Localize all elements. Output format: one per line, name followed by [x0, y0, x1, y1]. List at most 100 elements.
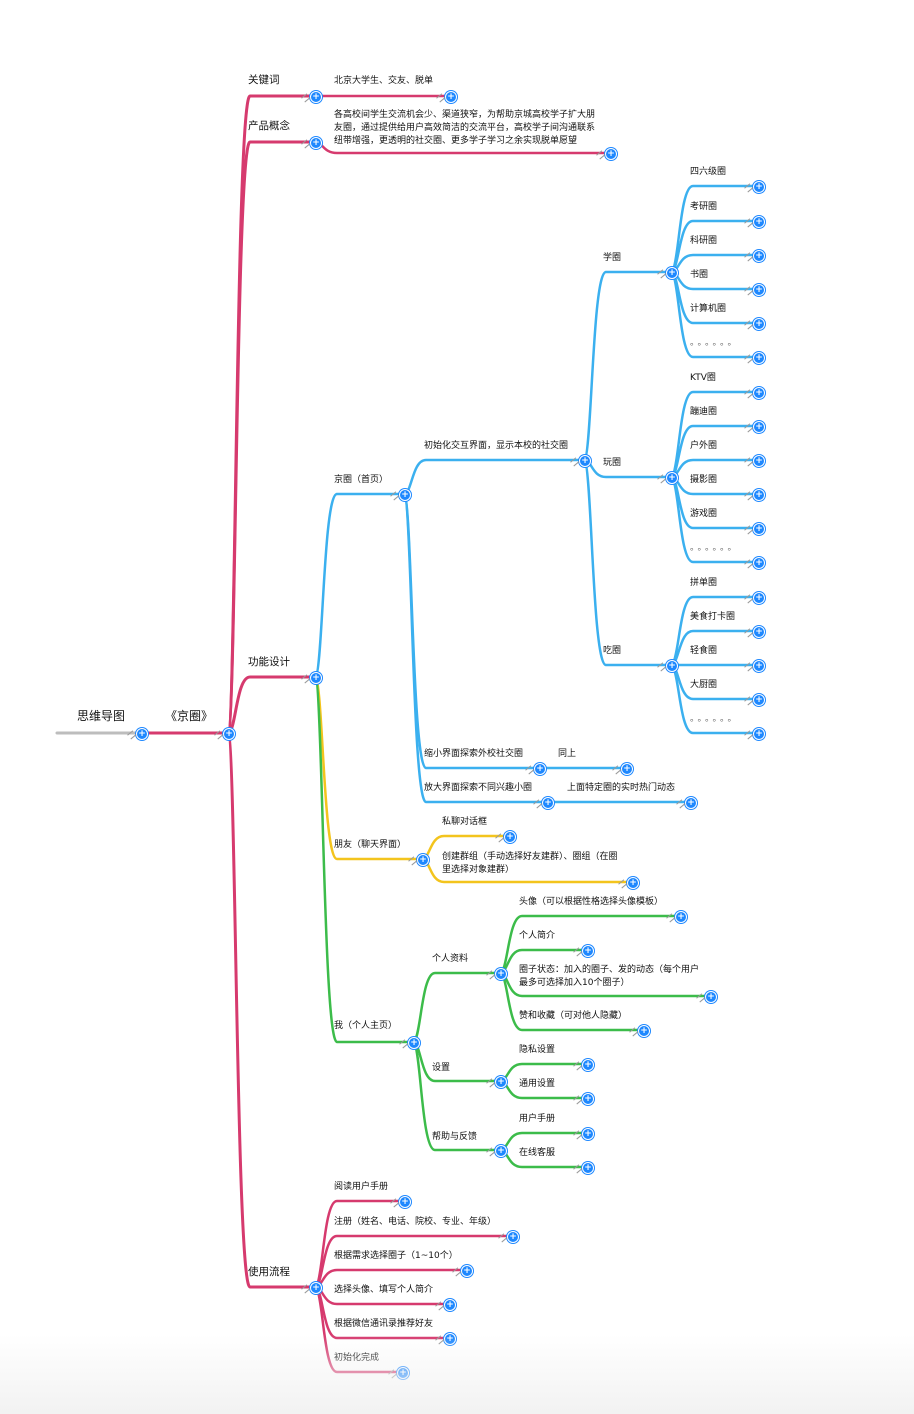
- node-friends: 朋友（聊天界面）: [334, 840, 407, 850]
- node-ellipsis3: 。。。。。。: [690, 714, 740, 724]
- register-node-button[interactable]: +: [507, 1231, 519, 1243]
- node-circle_status: 圈子状态：加入的圈子、发的动态（每个用户最多可选择加入10个圈子）: [519, 965, 700, 988]
- profile-connector: [411, 971, 502, 1044]
- me-node-button[interactable]: +: [408, 1037, 420, 1049]
- bengdi-node-button[interactable]: +: [753, 421, 765, 433]
- node-chiquan: 吃圈: [603, 646, 622, 656]
- ellipsis3-node-button[interactable]: +: [753, 728, 765, 740]
- avatar-node-button[interactable]: +: [675, 911, 687, 923]
- ellipsis1-node-button[interactable]: +: [753, 352, 765, 364]
- left-node-button[interactable]: +: [136, 728, 148, 740]
- node-xuequan: 学圈: [603, 253, 622, 263]
- node-keyword: 关键词: [248, 74, 280, 86]
- sixlevel-node-button[interactable]: +: [753, 181, 765, 193]
- node-help: 帮助与反馈: [432, 1132, 478, 1142]
- me-connector: [313, 675, 415, 1044]
- qingshi-node-button[interactable]: +: [753, 660, 765, 672]
- node-ellipsis2: 。。。。。。: [690, 543, 740, 553]
- kaoyan-node-button[interactable]: +: [753, 216, 765, 228]
- node-keyan: 科研圈: [690, 236, 718, 246]
- node-init_done: 初始化完成: [334, 1353, 380, 1363]
- sheying-node-button[interactable]: +: [753, 489, 765, 501]
- youxi-node-button[interactable]: +: [753, 523, 765, 535]
- node-shuquan: 书圈: [690, 270, 709, 280]
- intro-node-button[interactable]: +: [582, 945, 594, 957]
- node-me: 我（个人主页）: [334, 1021, 398, 1031]
- home-connector: [313, 492, 406, 679]
- chiquan-node-button[interactable]: +: [666, 660, 678, 672]
- profile-node-button[interactable]: +: [495, 968, 507, 980]
- enlarge-detail-node-button[interactable]: +: [685, 797, 697, 809]
- jisuanji-node-button[interactable]: +: [753, 318, 765, 330]
- node-huwai: 户外圈: [690, 441, 718, 451]
- shuquan-node-button[interactable]: +: [753, 284, 765, 296]
- branch-connector: [226, 731, 317, 1289]
- huwai-node-button[interactable]: +: [753, 455, 765, 467]
- dachu-node-button[interactable]: +: [753, 694, 765, 706]
- node-choose_circle: 根据需求选择圈子（1~10个）: [334, 1251, 458, 1261]
- branch-connector: [226, 675, 317, 735]
- node-function: 功能设计: [248, 656, 290, 668]
- group-node-button[interactable]: +: [627, 877, 639, 889]
- function-node-button[interactable]: +: [310, 672, 322, 684]
- concept-detail-node-button[interactable]: +: [605, 148, 617, 160]
- node-youxi: 游戏圈: [690, 509, 718, 519]
- recommend-node-button[interactable]: +: [444, 1333, 456, 1345]
- home-node-button[interactable]: +: [399, 489, 411, 501]
- root-node-button[interactable]: +: [223, 728, 235, 740]
- node-shrink: 缩小界面探索外校社交圈: [424, 749, 524, 759]
- node-flow: 使用流程: [248, 1266, 290, 1278]
- choose_avatar-node-button[interactable]: +: [444, 1299, 456, 1311]
- likes-node-button[interactable]: +: [638, 1025, 650, 1037]
- private-chat-node-button[interactable]: +: [504, 831, 516, 843]
- node-jingquan-home: 京圈（首页）: [334, 475, 389, 485]
- mind-map-connectors: [55, 94, 760, 1374]
- shrink-connector: [402, 492, 541, 770]
- node-sixlevel: 四六级圈: [690, 167, 727, 177]
- node-concept-detail: 各高校间学生交流机会少、渠道狭窄，为帮助京城高校学子扩大朋友圈，通过提供给用户高…: [334, 110, 596, 146]
- node-profile: 个人资料: [432, 954, 469, 964]
- keyword-detail-node-button[interactable]: +: [445, 91, 457, 103]
- leaf-connector: [669, 270, 760, 291]
- shrink-node-button[interactable]: +: [534, 763, 546, 775]
- node-keyword-detail: 北京大学生、交友、脱单: [334, 76, 434, 86]
- keyword-node-button[interactable]: +: [310, 91, 322, 103]
- support-node-button[interactable]: +: [582, 1162, 594, 1174]
- meishi-node-button[interactable]: +: [753, 626, 765, 638]
- enlarge-node-button[interactable]: +: [542, 797, 554, 809]
- help-node-button[interactable]: +: [495, 1145, 507, 1157]
- ellipsis2-node-button[interactable]: +: [753, 557, 765, 569]
- circle_status-node-button[interactable]: +: [705, 991, 717, 1003]
- enlarge-connector: [402, 492, 549, 804]
- init-node-button[interactable]: +: [579, 455, 591, 467]
- pindan-node-button[interactable]: +: [753, 592, 765, 604]
- wanquan-node-button[interactable]: +: [666, 472, 678, 484]
- node-likes: 赞和收藏（可对他人隐藏）: [519, 1011, 628, 1021]
- branch-connector: [226, 94, 317, 735]
- concept-node-button[interactable]: +: [310, 137, 322, 149]
- node-choose_avatar: 选择头像、填写个人简介: [334, 1285, 434, 1295]
- node-private-chat: 私聊对话框: [442, 817, 488, 827]
- left-title: 思维导图: [77, 709, 126, 723]
- privacy-node-button[interactable]: +: [582, 1059, 594, 1071]
- same-node-button[interactable]: +: [621, 763, 633, 775]
- friends-node-button[interactable]: +: [417, 854, 429, 866]
- general-node-button[interactable]: +: [582, 1093, 594, 1105]
- node-bengdi: 蹦迪圈: [690, 407, 718, 417]
- node-settings: 设置: [432, 1063, 451, 1073]
- node-read_manual: 阅读用户手册: [334, 1182, 389, 1192]
- manual-node-button[interactable]: +: [582, 1128, 594, 1140]
- keyan-node-button[interactable]: +: [753, 250, 765, 262]
- node-ktv: KTV圈: [690, 373, 716, 383]
- init_done-node-button[interactable]: +: [397, 1367, 409, 1379]
- init-connector: [402, 458, 586, 496]
- choose_circle-node-button[interactable]: +: [461, 1265, 473, 1277]
- ktv-node-button[interactable]: +: [753, 387, 765, 399]
- read_manual-node-button[interactable]: +: [399, 1196, 411, 1208]
- circle-connector: [582, 270, 673, 462]
- flow-node-button[interactable]: +: [310, 1282, 322, 1294]
- xuequan-node-button[interactable]: +: [666, 267, 678, 279]
- settings-node-button[interactable]: +: [495, 1076, 507, 1088]
- node-avatar: 头像（可以根据性格选择头像模板）: [519, 897, 664, 907]
